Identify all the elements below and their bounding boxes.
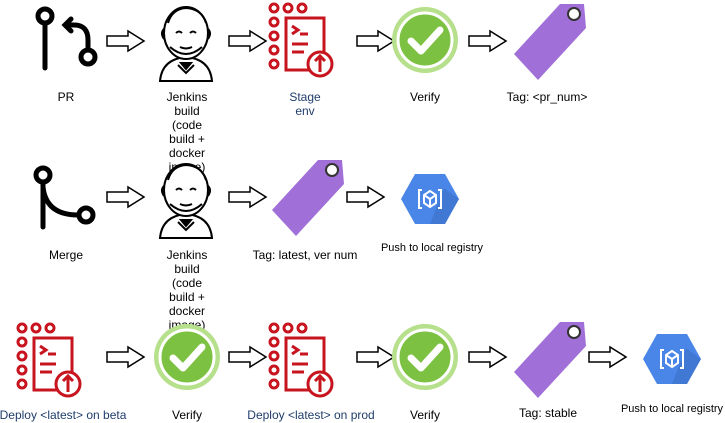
arrow — [588, 345, 628, 369]
container-registry-icon — [401, 174, 459, 224]
verify-label: Verify — [409, 408, 441, 422]
arrow — [228, 185, 268, 209]
arrow — [228, 345, 268, 369]
arrow — [106, 345, 146, 369]
jenkins-label: Jenkins build (code build + docker image… — [166, 90, 208, 174]
jenkins-icon — [158, 6, 214, 82]
container-registry-icon — [643, 334, 701, 384]
deploy-checklist-icon — [16, 322, 82, 398]
git-merge-icon — [33, 165, 96, 230]
arrow — [346, 185, 386, 209]
verify-label: Verify — [171, 408, 203, 422]
merge-label: Merge — [48, 248, 84, 262]
arrow — [356, 345, 396, 369]
jenkins-icon — [158, 163, 214, 239]
verify-check-icon — [154, 324, 220, 390]
deploy-beta-label: Deploy <latest> on beta — [0, 408, 127, 422]
deploy-checklist-icon — [268, 2, 334, 78]
arrow — [468, 345, 508, 369]
verify-label: Verify — [409, 90, 441, 104]
verify-check-icon — [392, 324, 458, 390]
verify-check-icon — [392, 7, 458, 73]
registry-label: Push to local registry — [380, 242, 484, 254]
tag-icon — [272, 160, 344, 236]
deploy-checklist-icon — [268, 322, 334, 398]
deploy-prod-label: Deploy <latest> on prod — [247, 408, 375, 422]
jenkins-label: Jenkins build (code build + docker image… — [166, 248, 208, 332]
arrow — [228, 29, 268, 53]
arrow — [106, 185, 146, 209]
pr-label: PR — [57, 90, 75, 104]
tag-icon — [514, 4, 586, 80]
tag-label: Tag: stable — [518, 406, 578, 420]
arrow — [356, 29, 396, 53]
arrow — [468, 29, 508, 53]
tag-label: Tag: latest, ver num — [252, 248, 358, 262]
tag-icon — [514, 322, 586, 398]
tag-label: Tag: <pr_num> — [506, 90, 588, 104]
stage-env-label: Stage env — [289, 90, 321, 118]
registry-label: Push to local registry — [620, 403, 724, 415]
git-branch-icon — [35, 6, 98, 71]
arrow — [106, 29, 146, 53]
